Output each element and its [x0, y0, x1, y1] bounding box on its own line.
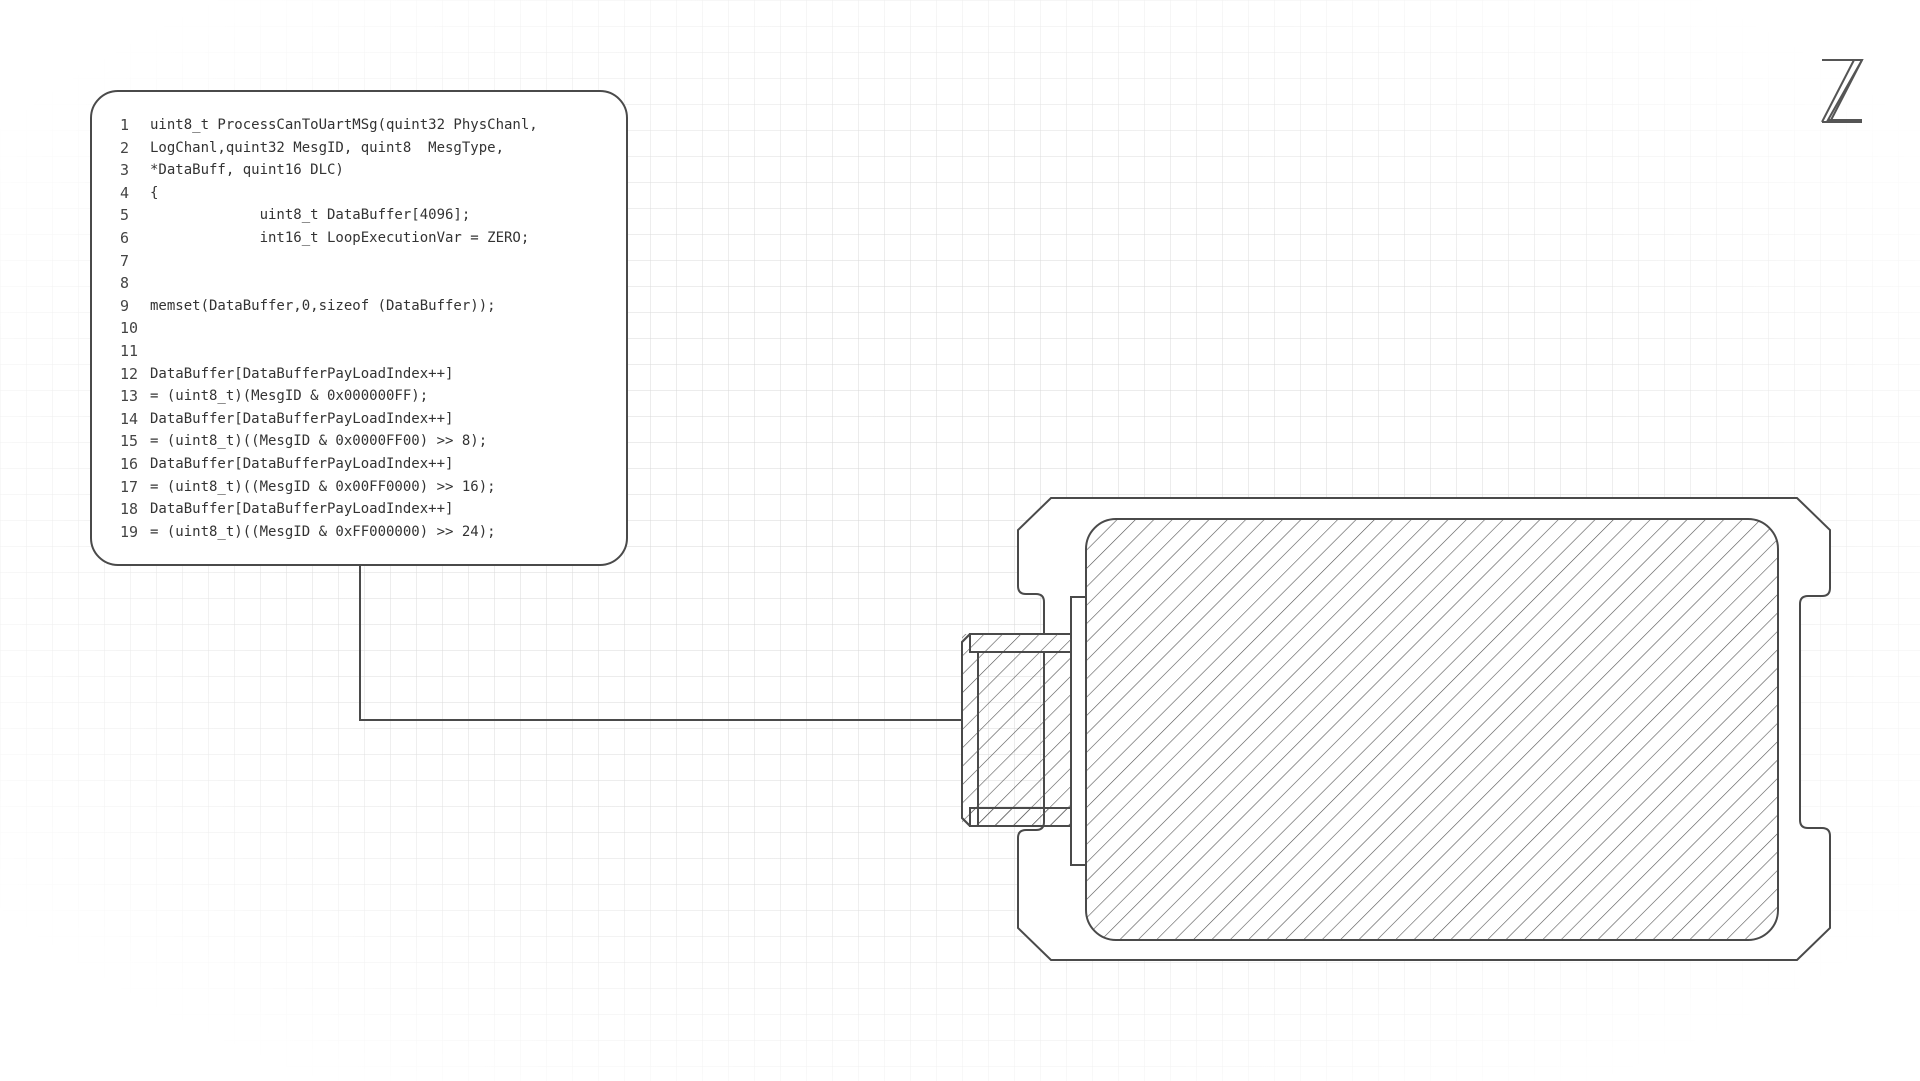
code-text: DataBuffer[DataBufferPayLoadIndex++] — [150, 501, 454, 518]
connector-hatch — [962, 634, 1071, 826]
code-text: int16_t LoopExecutionVar = ZERO; — [150, 229, 530, 246]
code-line: 14 DataBuffer[DataBufferPayLoadIndex++] — [120, 408, 606, 431]
line-number: 8 — [120, 274, 130, 293]
code-text: LogChanl,quint32 MesgID, quint8 MesgType… — [150, 139, 505, 156]
code-text: uint8_t ProcessCanToUartMSg(quint32 Phys… — [150, 117, 538, 133]
code-text: DataBuffer[DataBufferPayLoadIndex++] — [150, 410, 454, 427]
line-number: 18 — [120, 500, 139, 519]
line-number: 3 — [120, 161, 130, 180]
double-struck-z-icon — [1821, 59, 1864, 123]
code-line: 19 = (uint8_t)((MesgID & 0xFF000000) >> … — [120, 521, 606, 544]
code-line: 17 = (uint8_t)((MesgID & 0x00FF0000) >> … — [120, 476, 606, 499]
code-line: 1 uint8_t ProcessCanToUartMSg(quint32 Ph… — [120, 114, 606, 137]
code-line: 3 *DataBuff, quint16 DLC) — [120, 159, 606, 182]
line-number: 1 — [120, 116, 130, 134]
code-text: uint8_t DataBuffer[4096]; — [150, 207, 471, 224]
code-lines: 1 uint8_t ProcessCanToUartMSg(quint32 Ph… — [120, 114, 606, 543]
code-text: DataBuffer[DataBufferPayLoadIndex++] — [150, 455, 454, 472]
code-text: = (uint8_t)((MesgID & 0x00FF0000) >> 16)… — [150, 478, 496, 495]
code-line: 12 DataBuffer[DataBufferPayLoadIndex++] — [120, 363, 606, 386]
code-text: = (uint8_t)((MesgID & 0x0000FF00) >> 8); — [150, 433, 488, 450]
line-number: 9 — [120, 296, 130, 315]
code-line: 8 — [120, 272, 606, 295]
line-number: 10 — [120, 319, 139, 338]
connector-bottom-tab — [969, 807, 1072, 827]
code-text: DataBuffer[DataBufferPayLoadIndex++] — [150, 365, 454, 382]
code-line: 4 { — [120, 182, 606, 205]
line-number: 12 — [120, 364, 139, 383]
connector-top-tab-hatch — [970, 634, 1071, 652]
code-line: 6 int16_t LoopExecutionVar = ZERO; — [120, 227, 606, 250]
code-line: 16 DataBuffer[DataBufferPayLoadIndex++] — [120, 453, 606, 476]
line-number: 4 — [120, 183, 130, 202]
line-number: 6 — [120, 228, 130, 247]
code-text: = (uint8_t)(MesgID & 0x000000FF); — [150, 388, 429, 405]
leader-line — [359, 566, 964, 721]
line-number: 7 — [120, 251, 130, 270]
code-line: 10 — [120, 317, 606, 340]
code-line: 13 = (uint8_t)(MesgID & 0x000000FF); — [120, 385, 606, 408]
line-number: 5 — [120, 206, 130, 225]
line-number: 13 — [120, 387, 139, 406]
code-text: { — [150, 184, 159, 201]
module-core — [1085, 518, 1779, 941]
line-number: 14 — [120, 409, 139, 428]
mounting-plate — [1070, 596, 1087, 866]
line-number: 19 — [120, 522, 139, 541]
code-line: 2 LogChanl,quint32 MesgID, quint8 MesgTy… — [120, 137, 606, 160]
line-number: 15 — [120, 432, 139, 451]
line-number: 16 — [120, 454, 139, 473]
line-number: 11 — [120, 341, 139, 360]
code-text: *DataBuff, quint16 DLC) — [150, 162, 344, 179]
line-number: 17 — [120, 477, 139, 496]
code-line: 18 DataBuffer[DataBufferPayLoadIndex++] — [120, 498, 606, 521]
code-line: 5 uint8_t DataBuffer[4096]; — [120, 204, 606, 227]
code-snippet-card: 1 uint8_t ProcessCanToUartMSg(quint32 Ph… — [90, 90, 628, 566]
code-line: 7 — [120, 250, 606, 273]
code-line: 11 — [120, 340, 606, 363]
code-text: = (uint8_t)((MesgID & 0xFF000000) >> 24)… — [150, 523, 496, 540]
line-number: 2 — [120, 138, 130, 157]
code-line: 15 = (uint8_t)((MesgID & 0x0000FF00) >> … — [120, 430, 606, 453]
code-line: 9 memset(DataBuffer,0,sizeof (DataBuffer… — [120, 295, 606, 318]
code-text: memset(DataBuffer,0,sizeof (DataBuffer))… — [150, 297, 496, 314]
